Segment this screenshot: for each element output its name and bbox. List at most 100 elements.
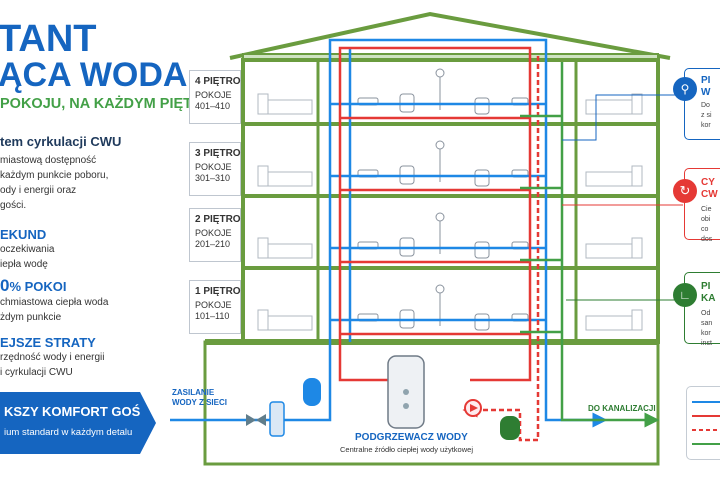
card-text-line: co (701, 226, 709, 233)
card-text-line: obi (701, 216, 711, 223)
stat-losses-value: EJSZE STRATY (0, 335, 96, 350)
stat-seconds-text: oczekiwania iepła wodę (0, 242, 54, 272)
card-piping: ∟ PI KA Od san kor inst (673, 272, 720, 347)
card-title: PI (701, 281, 711, 292)
stat-line: iepła wodę (0, 259, 48, 270)
banner-text: ium standard w każdym detalu (4, 427, 133, 438)
card-text-line: kor (701, 122, 711, 129)
pipe-icon: ∟ (673, 283, 697, 307)
stat-rooms-suffix: % POKOI (9, 279, 67, 294)
rooms-range: 101–110 (195, 311, 230, 321)
cold-main-supply (170, 38, 608, 428)
card-text-line: Do (701, 102, 710, 109)
supply-label: ZASILANIE WODY Z SIECI (172, 388, 227, 408)
hot-main-supply (338, 46, 532, 382)
rooms-label: POKOJE (195, 162, 232, 172)
card-leaders (562, 94, 683, 301)
toilet-icon (474, 97, 490, 115)
rooms-label: POKOJE (195, 228, 232, 238)
tap-valve-icon: ⚲ (673, 77, 697, 101)
desc-line: gości. (0, 200, 27, 211)
card-tap-points: ⚲ PI W Do z si kor (673, 68, 720, 140)
floor-4-fixtures (357, 68, 529, 115)
card-text-line: Od (701, 310, 711, 317)
heater-gauge (403, 403, 409, 409)
card-text-line: dos (701, 236, 713, 243)
stat-line: oczekiwania (0, 244, 55, 255)
card-text-line: z si (701, 112, 712, 119)
pipe-legend (692, 401, 720, 445)
desc-line: ody i energii oraz (0, 185, 77, 196)
expansion-vessel-green (500, 416, 520, 440)
pump-arrow (470, 404, 478, 412)
card-text: Do z si kor (701, 101, 712, 131)
card-text-line: san (701, 320, 713, 327)
toilet-icon (474, 313, 490, 331)
toilet-icon (474, 241, 490, 259)
banner-arrow-tip (140, 392, 156, 454)
desc-line: miastową dostępność (0, 155, 97, 166)
banner-title: KSZY KOMFORT GOŚCI (4, 404, 154, 419)
drain-pipes (520, 62, 660, 428)
card-title: PI (701, 75, 711, 86)
card-title: CW (701, 189, 718, 200)
rooms-range: 201–210 (195, 239, 231, 249)
card-title: W (701, 87, 711, 98)
card-title: KA (701, 293, 716, 304)
desc-line: każdym punkcie poboru, (0, 170, 109, 181)
hot-water-pipes (338, 46, 540, 442)
supply-label-line: WODY Z SIECI (172, 398, 227, 407)
stat-rooms-text: chmiastowa ciepła woda żdym punkcie (0, 295, 108, 325)
cold-water-pipes (170, 38, 608, 428)
main-title-line-1: TANT (0, 18, 97, 60)
stat-seconds-value: EKUND (0, 227, 47, 242)
drain-label: DO KANALIZACJI (588, 404, 656, 413)
stat-line: chmiastowa ciepła woda (0, 297, 109, 308)
supply-label-line: ZASILANIE (172, 388, 215, 397)
legend-box (686, 386, 720, 460)
roof (229, 11, 671, 60)
floor-name: 4 PIĘTRO (195, 76, 241, 87)
bed-icon (585, 93, 643, 115)
floor-name: 2 PIĘTRO (195, 214, 241, 225)
bed-icon (585, 165, 643, 187)
floor-label-1: 1 PIĘTRO POKOJE 101–110 (189, 280, 241, 334)
floor-label-4: 4 PIĘTRO POKOJE 401–410 (189, 70, 241, 124)
stat-line: żdym punkcie (0, 312, 62, 323)
stat-line: rzędność wody i energii (0, 352, 105, 363)
rooms-range: 401–410 (195, 101, 231, 111)
rooms-label: POKOJE (195, 300, 232, 310)
toilet-icon (474, 169, 490, 187)
stat-losses-text: rzędność wody i energii i cyrkulacji CWU (0, 350, 105, 380)
left-heading: tem cyrkulacji CWU (0, 134, 122, 149)
card-circulation: ↻ CY CW Cie obi co dos (673, 168, 720, 243)
floor-2-fixtures (357, 212, 529, 259)
heater-title: PODGRZEWACZ WODY (355, 432, 468, 443)
expansion-vessel-blue (303, 378, 321, 406)
card-text-line: inst (701, 340, 712, 347)
bathroom-fixtures (357, 68, 529, 331)
bed-icon (257, 237, 313, 259)
bed-icon (257, 165, 313, 187)
floor-3-fixtures (357, 140, 529, 187)
stat-rooms-value: 0% POKOI (0, 276, 67, 296)
rooms-label: POKOJE (195, 90, 232, 100)
card-text-line: Cie (701, 206, 712, 213)
valve-icon (246, 414, 256, 426)
beds (257, 93, 643, 331)
main-title-line-2: ĄCA WODA (0, 56, 188, 94)
heater-subtitle: Centralne źródło ciepłej wody użytkowej (340, 445, 473, 454)
floor-label-2: 2 PIĘTRO POKOJE 201–210 (189, 208, 241, 262)
heater-gauge (403, 389, 409, 395)
stat-rooms-number: 0 (0, 276, 10, 295)
basement-equipment (246, 355, 520, 440)
drain-riser (560, 62, 660, 428)
card-text: Od san kor inst (701, 309, 712, 349)
floor-name: 1 PIĘTRO (195, 286, 241, 297)
bed-icon (585, 237, 643, 259)
card-text-line: kor (701, 330, 711, 337)
subtitle: POKOJU, NA KAŻDYM PIĘTRZE (0, 96, 222, 112)
rooms-range: 301–310 (195, 173, 231, 183)
bed-icon (257, 309, 313, 331)
